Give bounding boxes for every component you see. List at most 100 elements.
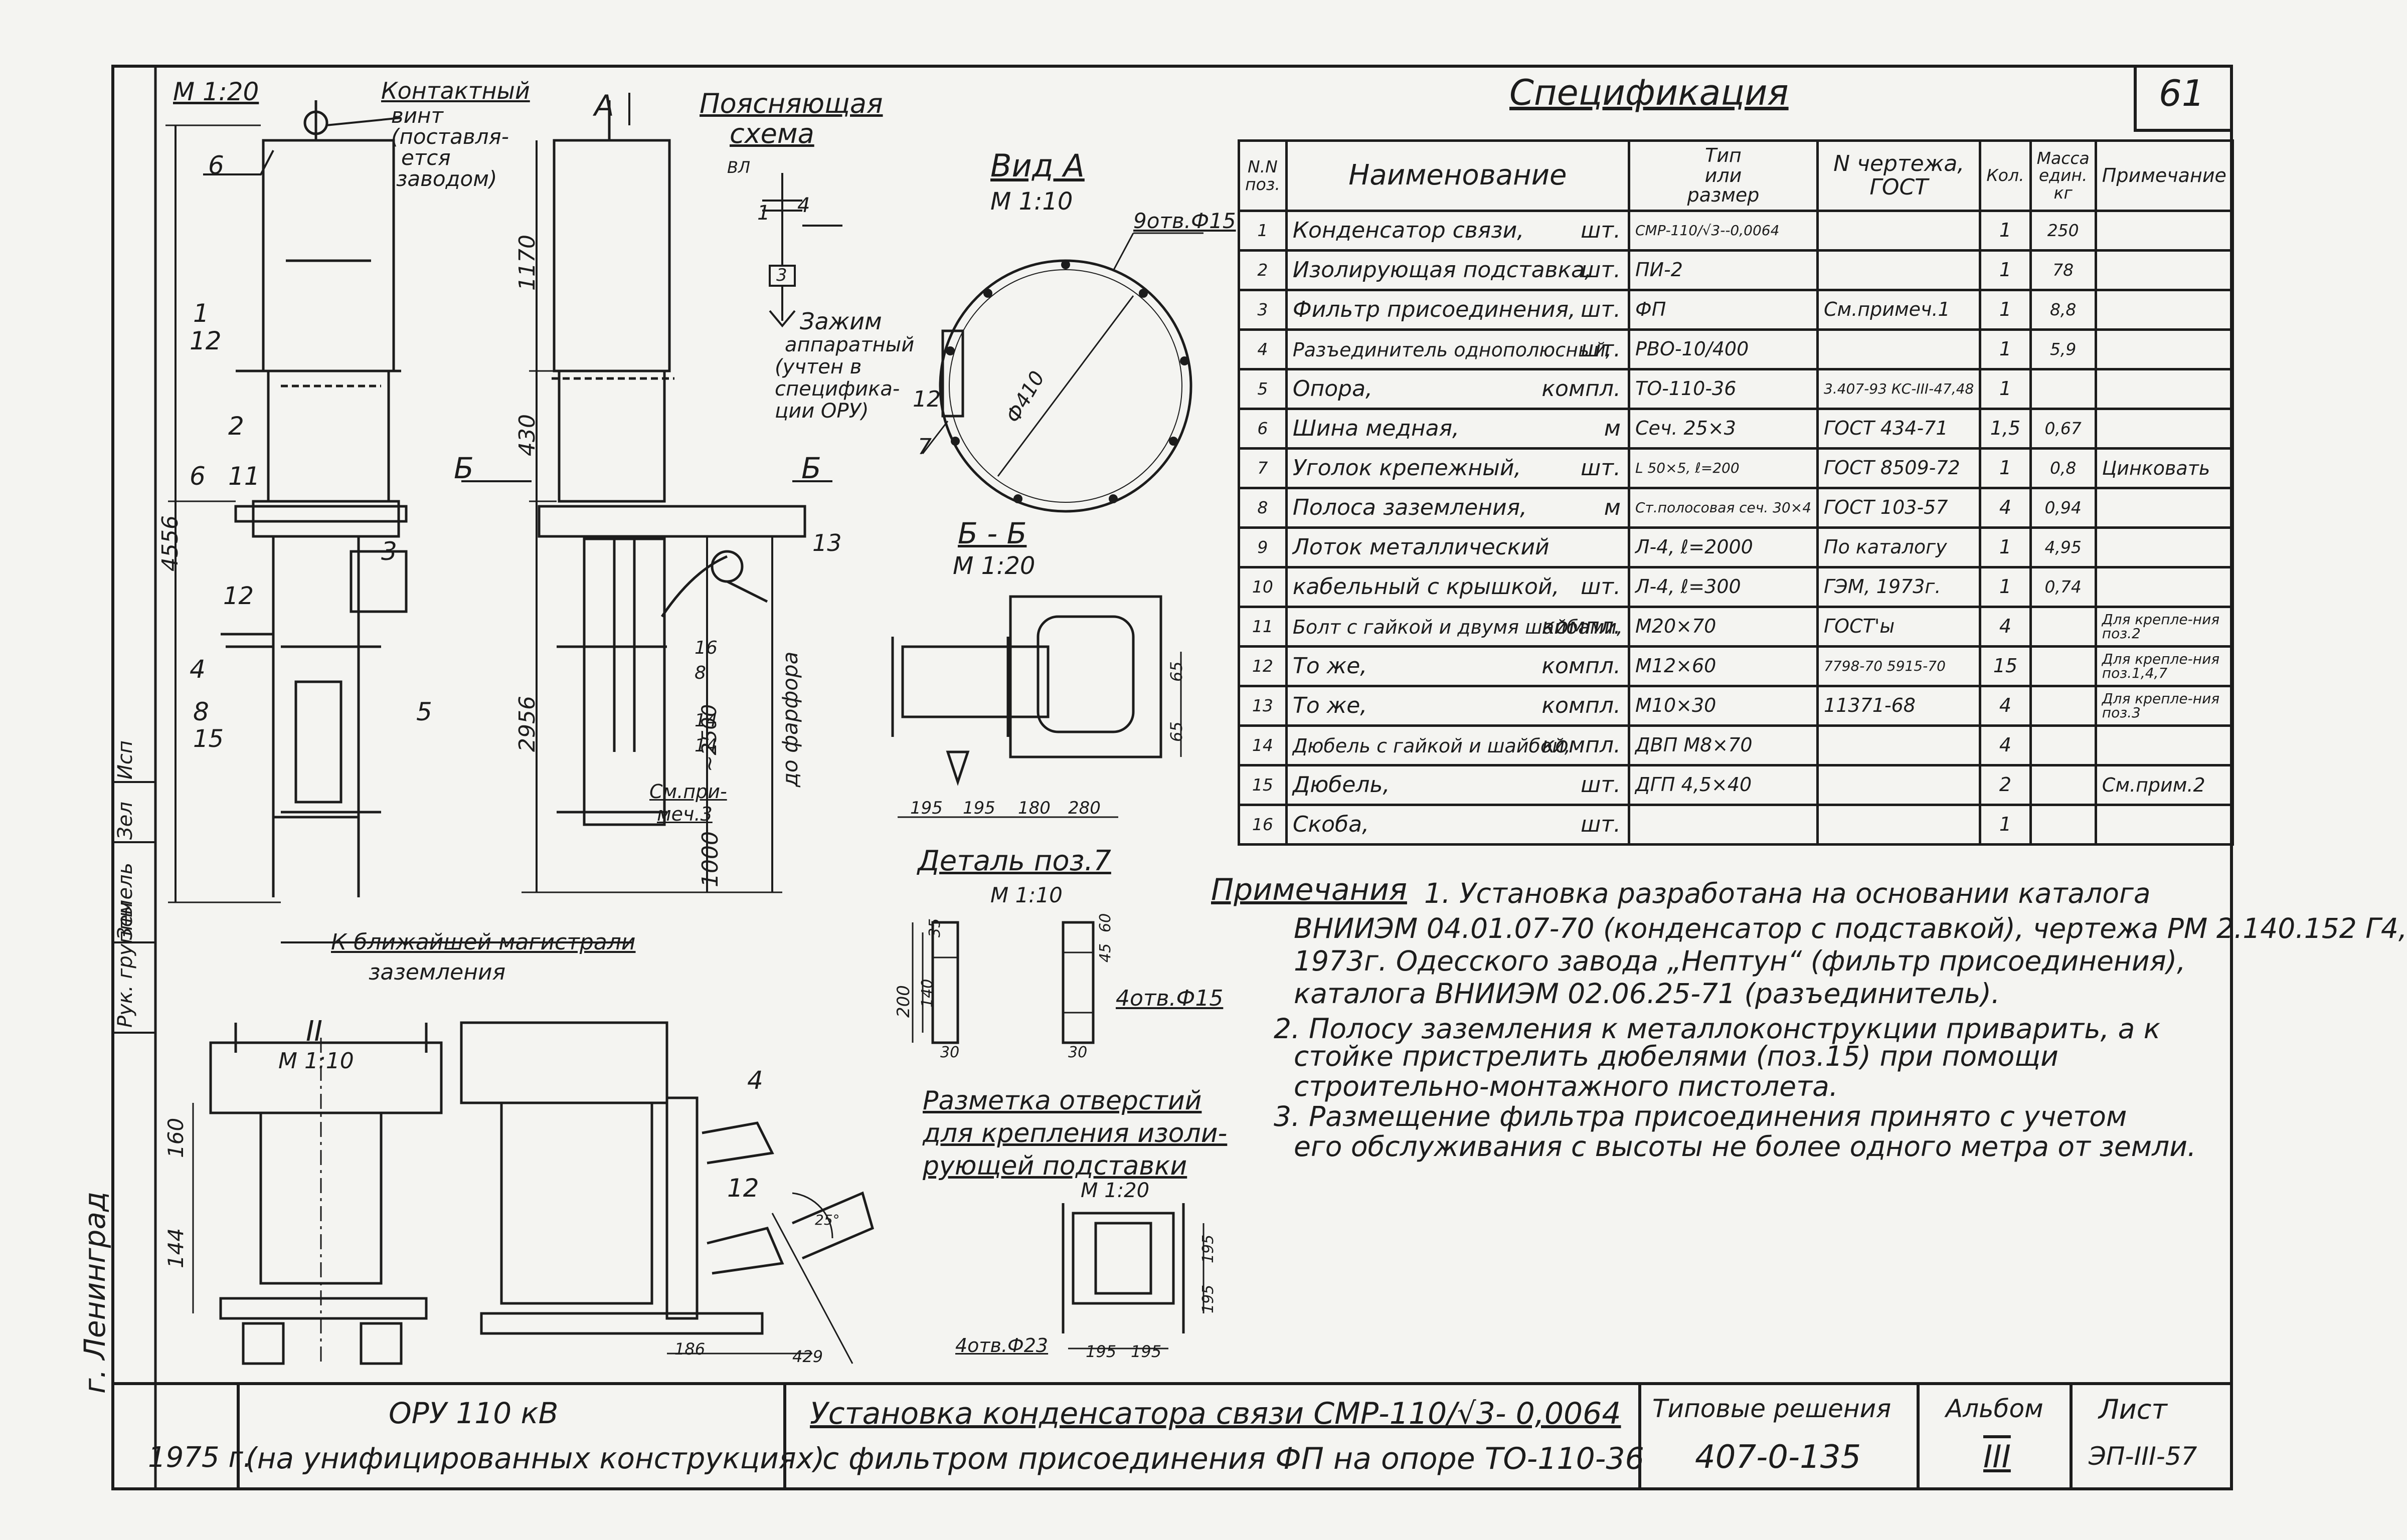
spec-item-unit: м xyxy=(1604,494,1621,520)
dim-1000: 1000 xyxy=(698,831,723,887)
spec-cell-qty: 1 xyxy=(1979,249,2032,291)
clamp-note-3: (учтен в xyxy=(775,355,862,378)
pos-4-schema: 4 xyxy=(797,194,810,217)
dim-186: 186 xyxy=(674,1339,706,1359)
spec-cell-drawing xyxy=(1816,328,1982,370)
spec-cell-note: Для крепле-ния поз.1,4,7 xyxy=(2094,645,2234,687)
spec-item-unit: м xyxy=(1604,415,1621,441)
contact-screw-note-4: заводом) xyxy=(396,166,497,191)
spec-cell-pos: 14 xyxy=(1238,724,1288,766)
holes-4-label: 4отв.Ф15 xyxy=(1116,986,1224,1011)
notes-line-9: его обслуживания с высоты не более одног… xyxy=(1294,1130,2196,1163)
marking-title-1: Разметка отверстий xyxy=(923,1086,1202,1116)
pos-13-side: 13 xyxy=(812,529,842,556)
spec-cell-drawing xyxy=(1816,210,1982,252)
view-a-bolt-holes xyxy=(946,260,1189,503)
spec-item-unit: шт. xyxy=(1581,257,1621,283)
spec-cell-note xyxy=(2094,566,2234,608)
pos-3-front: 3 xyxy=(381,537,397,566)
porcelain-label: до фарфора xyxy=(778,651,802,787)
spec-cell-drawing xyxy=(1816,764,1982,806)
section-bb-scale: М 1:20 xyxy=(953,552,1036,580)
pos-8-front: 8 xyxy=(193,697,209,726)
pos-14-side-b: 14 xyxy=(695,735,718,756)
spec-item-unit: компл. xyxy=(1541,653,1621,679)
ground-note-2: заземления xyxy=(369,959,506,985)
view-ii-label: II xyxy=(306,1015,323,1048)
side-elevation xyxy=(461,93,832,893)
spec-cell-pos: 6 xyxy=(1238,408,1288,450)
spec-cell-qty: 2 xyxy=(1979,764,2032,806)
contact-screw-note-2: (поставля- xyxy=(391,124,509,149)
detail7-title: Деталь поз.7 xyxy=(918,845,1111,877)
spec-item-unit: шт. xyxy=(1581,455,1621,481)
spec-cell-pos: 2 xyxy=(1238,249,1288,291)
notes-line-7: строительно-монтажного пистолета. xyxy=(1294,1070,1838,1102)
spec-cell-drawing: 7798-70 5915-70 xyxy=(1816,645,1982,687)
spec-cell-qty: 1 xyxy=(1979,328,2032,370)
dim-144: 144 xyxy=(163,1228,188,1268)
view-ii-scale: М 1:10 xyxy=(278,1048,354,1074)
spec-cell-type: Ст.полосовая сеч. 30×4 xyxy=(1627,487,1819,529)
section-bb xyxy=(891,595,1182,818)
view-a-scale: М 1:10 xyxy=(990,187,1073,216)
marking-title-3: рующей подставки xyxy=(923,1151,1187,1181)
see-note3-2: меч.3 xyxy=(657,803,713,825)
marking-title-2: для крепления изоли- xyxy=(923,1118,1228,1148)
spec-item-name: Разъединитель однополюсный, xyxy=(1292,338,1612,361)
spec-cell-drawing: 11371-68 xyxy=(1816,685,1982,727)
spec-cell-name: Фильтр присоединения,шт. xyxy=(1285,289,1630,331)
title-main-1: Установка конденсатора связи СМР-110/√3-… xyxy=(810,1396,1621,1431)
spec-cell-note: Для крепле-ния поз.2 xyxy=(2094,606,2234,648)
detail7-scale: М 1:10 xyxy=(990,883,1063,907)
spec-cell-drawing: ГОСТ'ы xyxy=(1816,606,1982,648)
spec-cell-name: Полоса заземления,м xyxy=(1285,487,1630,529)
spec-item-unit: шт. xyxy=(1581,811,1621,837)
notes-line-4: каталога ВНИИЭМ 02.06.25-71 (разъедините… xyxy=(1294,978,2000,1010)
dim-bb-195b: 195 xyxy=(963,798,995,818)
spec-cell-pos: 16 xyxy=(1238,804,1288,846)
pos-7-viewa: 7 xyxy=(918,434,932,460)
spec-cell-pos: 3 xyxy=(1238,289,1288,331)
spec-cell-pos: 1 xyxy=(1238,210,1288,252)
spec-item-unit: шт. xyxy=(1581,296,1621,322)
contact-screw-label: Контактный xyxy=(381,77,530,104)
spec-cell-mass: 0,94 xyxy=(2029,487,2097,529)
spec-cell-mass: 250 xyxy=(2029,210,2097,252)
pos-6-front: 6 xyxy=(190,462,206,491)
spec-cell-note: Для крепле-ния поз.3 xyxy=(2094,685,2234,727)
pos-12-front: 12 xyxy=(190,326,222,355)
dim-d7-30b: 30 xyxy=(1068,1044,1088,1061)
title-main-2: с фильтром присоединения ФП на опоре ТО-… xyxy=(822,1441,1644,1476)
spec-cell-drawing: ГОСТ 8509-72 xyxy=(1816,447,1982,489)
spec-cell-pos: 7 xyxy=(1238,447,1288,489)
spec-cell-name: Разъединитель однополюсный,шт. xyxy=(1285,328,1630,370)
spec-cell-qty: 1 xyxy=(1979,447,2032,489)
clamp-note-4: спецификa- xyxy=(775,377,900,401)
spec-cell-name: Уголок крепежный,шт. xyxy=(1285,447,1630,489)
dim-d7-200: 200 xyxy=(894,985,914,1018)
title-year: 1975 г. xyxy=(148,1441,252,1474)
spec-item-unit: шт. xyxy=(1581,336,1621,362)
side-label-land: Земель xyxy=(114,862,137,940)
drawing-sheet: 61 г. Ленинград Рук. группы Земель Зел И… xyxy=(78,65,2407,1490)
dim-430: 430 xyxy=(514,414,540,456)
spec-cell-mass: 0,74 xyxy=(2029,566,2097,608)
spec-cell-drawing: ГОСТ 434-71 xyxy=(1816,408,1982,450)
spec-cell-drawing xyxy=(1816,804,1982,846)
front-elevation xyxy=(165,100,632,943)
spec-item-unit: компл. xyxy=(1541,732,1621,758)
spec-cell-type: Сеч. 25×3 xyxy=(1627,408,1819,450)
spec-cell-type: СМР-110/√3--0,0064 xyxy=(1627,210,1819,252)
spec-cell-name: Дюбель с гайкой и шайбой,компл. xyxy=(1285,724,1630,766)
dim-4556: 4556 xyxy=(157,515,183,571)
spec-cell-pos: 11 xyxy=(1238,606,1288,648)
